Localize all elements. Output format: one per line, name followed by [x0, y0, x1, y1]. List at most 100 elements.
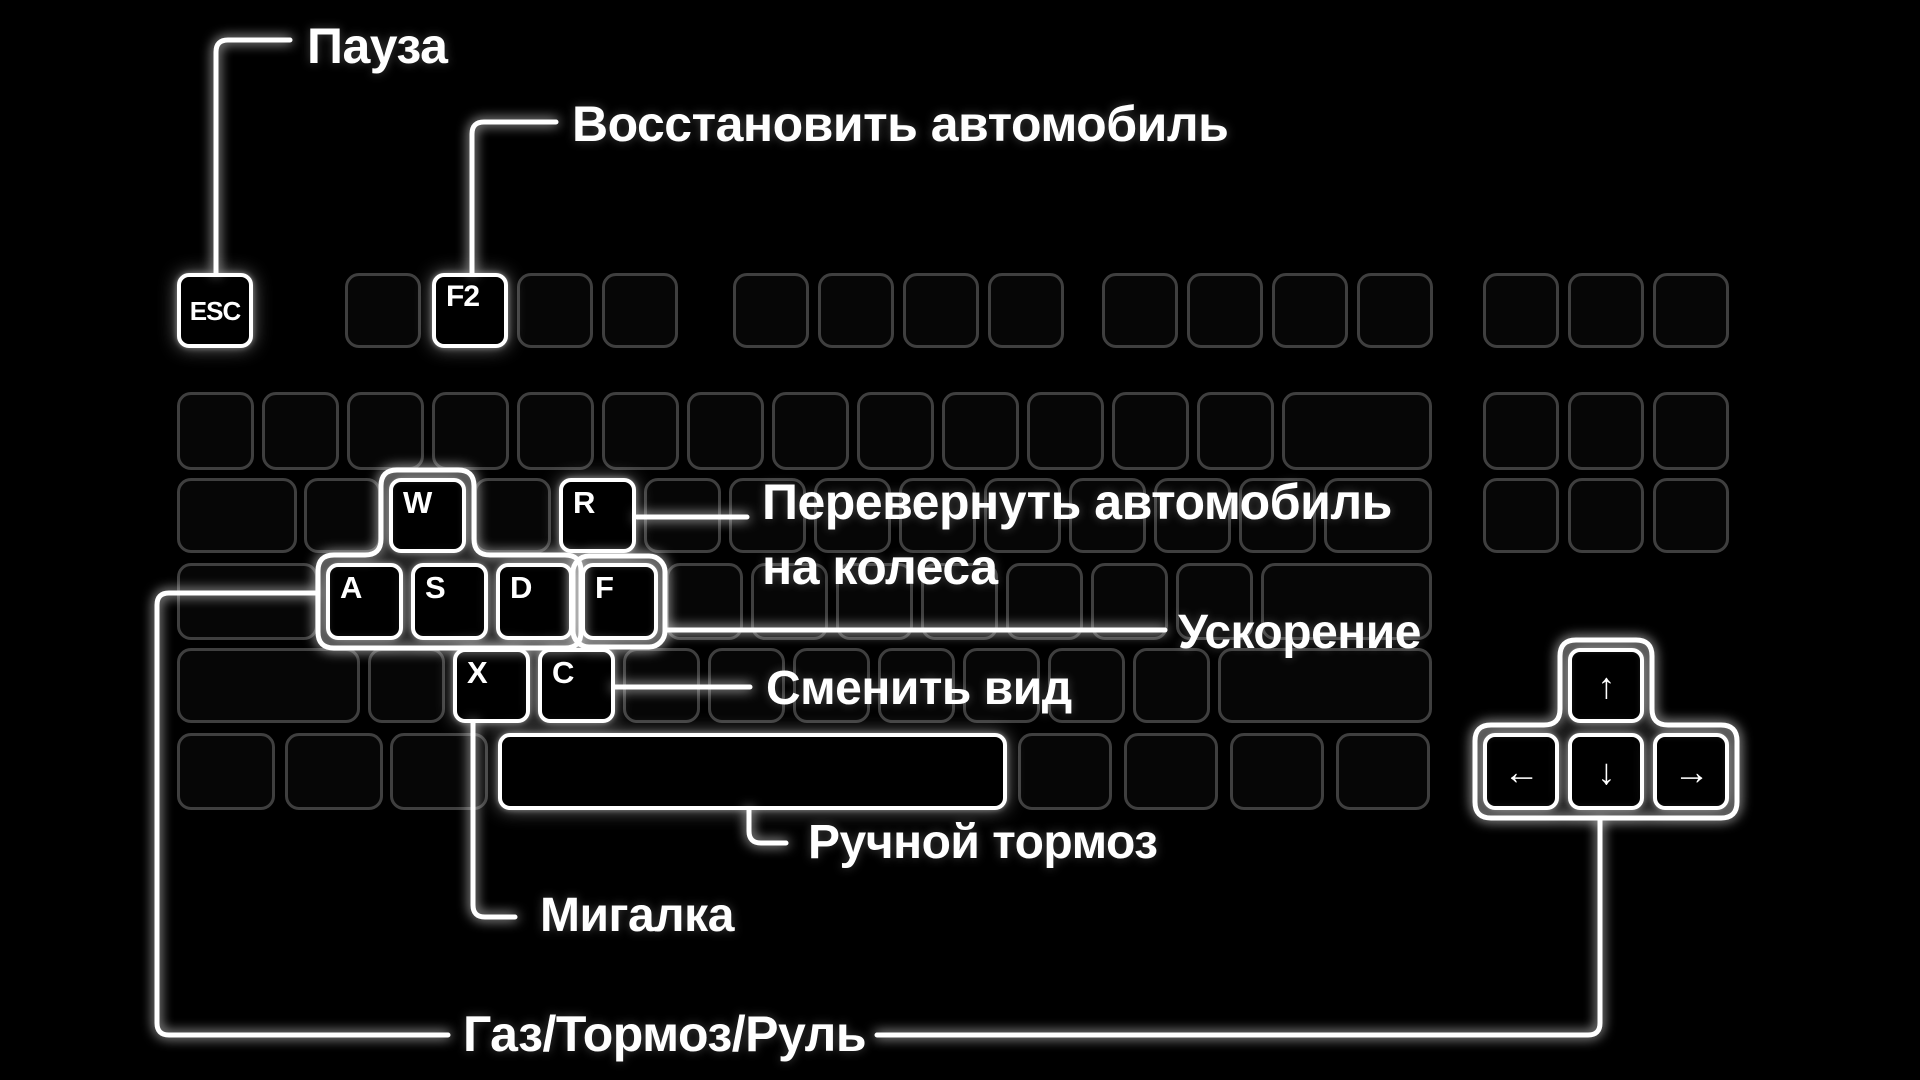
key-blank [1154, 478, 1231, 553]
label-restore-car-text: Восстановить автомобиль [572, 96, 1229, 152]
key-blank [1653, 273, 1729, 348]
key-up-cap: ↑ [1597, 664, 1616, 706]
key-f2-cap: F2 [446, 280, 480, 313]
key-left-cap: ← [1503, 750, 1540, 792]
key-blank [644, 478, 721, 553]
label-handbrake-text: Ручной тормоз [808, 816, 1158, 869]
key-blank [432, 392, 509, 470]
key-blank [1197, 392, 1274, 470]
key-blank [1069, 478, 1146, 553]
key-a-cap: A [340, 570, 362, 605]
key-w-cap: W [403, 485, 432, 520]
key-blank [666, 563, 743, 640]
key-blank [1018, 733, 1112, 810]
key-blank [1027, 392, 1104, 470]
key-x: X [453, 648, 530, 723]
key-blank [517, 392, 594, 470]
label-flip-car: Перевернуть автомобиль на колеса [762, 470, 1392, 600]
key-f-cap: F [595, 570, 614, 605]
key-w: W [389, 478, 466, 553]
key-blank [751, 563, 828, 640]
key-f: F [581, 563, 658, 640]
key-blank [177, 733, 275, 810]
key-space [498, 733, 1007, 810]
key-blank [602, 273, 678, 348]
key-blank [602, 392, 679, 470]
key-blank [304, 478, 381, 553]
key-blank [1568, 478, 1644, 553]
connector-handbrake-line [746, 807, 789, 846]
key-r-cap: R [573, 485, 595, 520]
key-blank [1112, 392, 1189, 470]
key-x-cap: X [467, 655, 488, 690]
key-blank [687, 392, 764, 470]
label-gas-brake-steer-text: Газ/Тормоз/Руль [463, 1006, 867, 1062]
key-blank [177, 563, 318, 640]
key-blank [903, 273, 979, 348]
label-flasher-text: Мигалка [540, 889, 734, 942]
key-blank [1218, 648, 1432, 723]
key-blank [285, 733, 383, 810]
key-blank [1239, 478, 1316, 553]
key-blank [733, 273, 809, 348]
key-blank [1324, 478, 1432, 553]
key-blank [1230, 733, 1324, 810]
key-blank [1006, 563, 1083, 640]
connector-restore-car-line [469, 119, 559, 276]
key-blank [474, 478, 551, 553]
key-blank [262, 392, 339, 470]
key-blank [988, 273, 1064, 348]
key-blank [1048, 648, 1125, 723]
key-blank [1483, 478, 1559, 553]
key-blank [1272, 273, 1348, 348]
key-blank [1653, 392, 1729, 470]
key-blank [345, 273, 421, 348]
label-boost-text: Ускорение [1178, 606, 1421, 659]
key-blank [857, 392, 934, 470]
key-blank [942, 392, 1019, 470]
key-blank [963, 648, 1040, 723]
label-gas-brake-steer: Газ/Тормоз/Руль [463, 1002, 867, 1067]
key-blank [1483, 392, 1559, 470]
key-blank [772, 392, 849, 470]
label-boost: Ускорение [1178, 602, 1421, 664]
key-a: A [326, 563, 403, 640]
key-blank [1357, 273, 1433, 348]
key-blank [390, 733, 488, 810]
key-d: D [496, 563, 573, 640]
key-blank [1102, 273, 1178, 348]
key-left: ← [1483, 733, 1559, 810]
key-r: R [559, 478, 636, 553]
key-blank [1282, 392, 1432, 470]
key-blank [1133, 648, 1210, 723]
label-handbrake: Ручной тормоз [808, 812, 1158, 874]
key-down-cap: ↓ [1597, 750, 1616, 792]
label-change-view-text: Сменить вид [766, 662, 1072, 715]
key-blank [177, 478, 297, 553]
key-blank [878, 648, 955, 723]
key-c: C [538, 648, 615, 723]
key-blank [1124, 733, 1218, 810]
key-blank [177, 648, 360, 723]
label-pause-text: Пауза [307, 18, 448, 74]
key-s-cap: S [425, 570, 446, 605]
key-blank [517, 273, 593, 348]
key-blank [368, 648, 445, 723]
key-blank [1483, 273, 1559, 348]
key-blank [984, 478, 1061, 553]
key-blank [1176, 563, 1253, 640]
key-blank [921, 563, 998, 640]
key-blank [836, 563, 913, 640]
key-f2: F2 [432, 273, 508, 348]
key-up: ↑ [1568, 648, 1644, 723]
key-right-cap: → [1673, 750, 1710, 792]
key-d-cap: D [510, 570, 532, 605]
key-right: → [1653, 733, 1729, 810]
key-blank [347, 392, 424, 470]
label-restore-car: Восстановить автомобиль [572, 92, 1229, 157]
label-flasher: Мигалка [540, 885, 734, 947]
key-esc-cap: ESC [189, 295, 241, 326]
label-change-view: Сменить вид [766, 658, 1072, 720]
key-s: S [411, 563, 488, 640]
